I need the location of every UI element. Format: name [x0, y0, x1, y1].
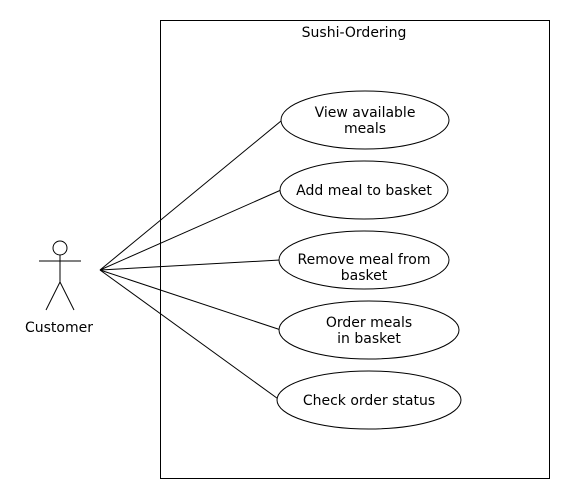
use-case-label-line: meals — [344, 121, 386, 137]
use-case-label-line: basket — [341, 268, 388, 284]
use-case-label-line: View available — [315, 105, 416, 121]
use-case-label-line: in basket — [337, 331, 401, 347]
use-case-remove-meal: Remove meal from basket — [278, 230, 450, 290]
use-case-view-meals: View available meals — [280, 90, 450, 150]
use-case-add-meal: Add meal to basket — [279, 160, 449, 220]
association-uc5 — [99, 269, 282, 402]
use-case-label-line: Remove meal from — [297, 252, 430, 268]
actor-left-leg — [45, 281, 61, 311]
use-case-label-line: Check order status — [303, 393, 435, 409]
use-case-ellipse — [279, 160, 449, 220]
use-case-ellipse — [278, 230, 450, 290]
use-case-ellipse — [276, 370, 462, 430]
actor-customer: Customer — [25, 240, 93, 336]
use-case-ellipse — [278, 300, 460, 360]
use-case-label-line: Order meals — [326, 315, 412, 331]
actor-right-leg — [59, 281, 75, 311]
association-uc2 — [99, 189, 282, 271]
associations — [99, 120, 282, 402]
system-title: Sushi-Ordering — [302, 25, 407, 41]
use-case-ellipse — [280, 90, 450, 150]
use-case-check-status: Check order status — [276, 370, 462, 430]
association-uc3 — [99, 259, 281, 271]
association-uc1 — [99, 120, 282, 271]
actor-head — [52, 240, 68, 256]
association-uc4 — [99, 269, 282, 331]
actor-name: Customer — [25, 320, 93, 336]
use-case-label-line: Add meal to basket — [296, 183, 432, 199]
system-boundary — [160, 20, 550, 479]
use-case-order-meals: Order meals in basket — [278, 300, 460, 360]
